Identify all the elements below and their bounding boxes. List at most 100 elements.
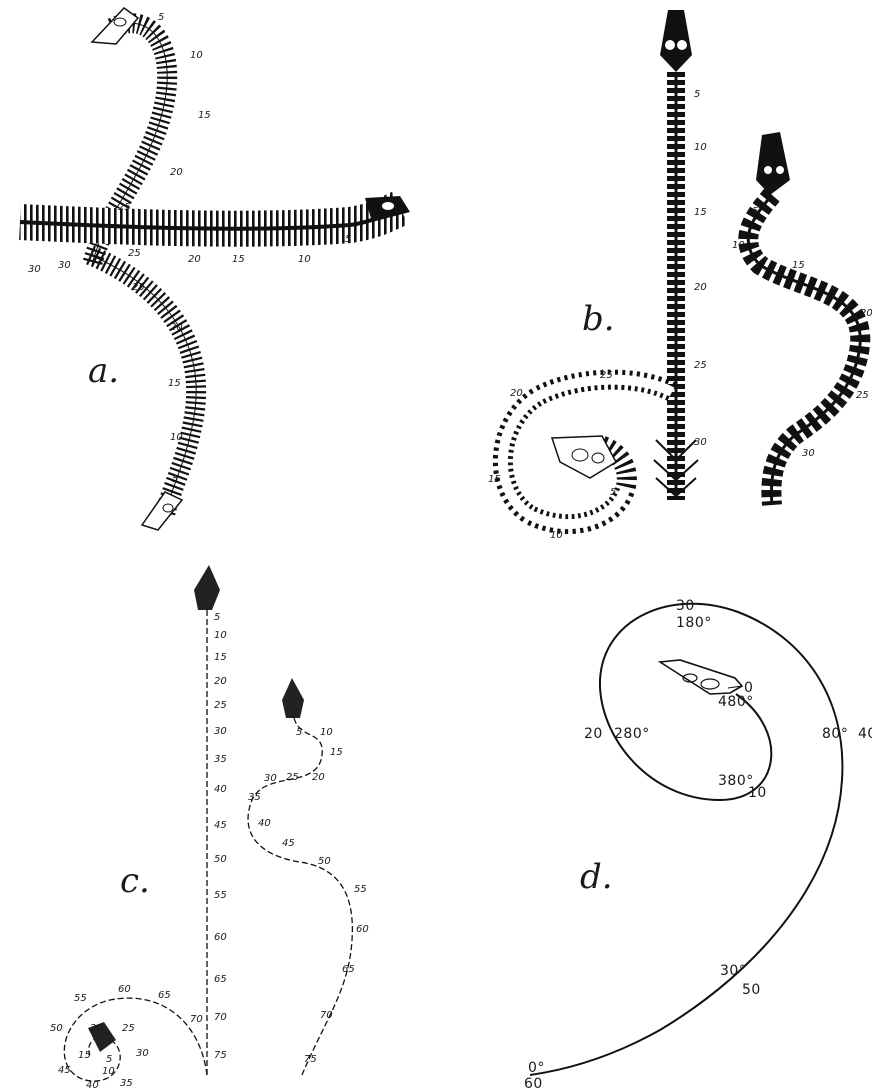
c-coil-num: 45 xyxy=(58,1065,71,1076)
c-wavy-num: 10 xyxy=(320,727,333,738)
panel-b: 5 10 15 20 25 30 5 10 15 20 25 5 10 15 2… xyxy=(488,10,872,541)
b-coil-num: 10 xyxy=(550,530,563,541)
d-point-50: 50 xyxy=(742,982,761,998)
panel-c: 5 10 15 20 25 30 35 40 45 50 55 60 65 70… xyxy=(50,565,369,1090)
c-coil-num: 15 xyxy=(78,1050,91,1061)
d-angle-180: 180° xyxy=(676,615,712,631)
b-straight-num: 5 xyxy=(694,89,700,100)
c-straight-num: 35 xyxy=(214,754,227,765)
c-coil-num: 30 xyxy=(136,1048,149,1059)
a-bot-num: 25 xyxy=(132,282,145,293)
b-coil-num: 20 xyxy=(510,388,523,399)
c-straight-num: 75 xyxy=(214,1050,227,1061)
d-angle-280: 280° xyxy=(614,726,650,742)
b-straight-num: 20 xyxy=(694,282,707,293)
d-angle-0: 0° xyxy=(528,1060,545,1076)
c-straight-num: 60 xyxy=(214,932,227,943)
d-angle-480: 480° xyxy=(718,694,754,710)
c-wavy-num: 55 xyxy=(354,884,367,895)
c-straight-num: 30 xyxy=(214,726,227,737)
a-bot-num: 5 xyxy=(172,474,178,485)
a-top-num: 10 xyxy=(190,50,203,61)
c-coil-num: 35 xyxy=(120,1078,133,1089)
c-straight-num: 55 xyxy=(214,890,227,901)
panel-d-skull xyxy=(660,660,742,694)
a-mid-num: 15 xyxy=(232,254,245,265)
c-straight-num: 50 xyxy=(214,854,227,865)
d-angle-80: 80° xyxy=(822,726,848,742)
d-point-30: 30 xyxy=(676,598,695,614)
c-wavy-num: 75 xyxy=(304,1054,317,1065)
a-top-num: 15 xyxy=(198,110,211,121)
c-wavy-num: 20 xyxy=(312,772,325,783)
b-straight-num: 30 xyxy=(694,437,707,448)
c-coil-num: 25 xyxy=(122,1023,135,1034)
panel-b-straight-skull xyxy=(660,10,692,72)
panel-a-label: a. xyxy=(88,351,119,391)
a-top-num: 5 xyxy=(158,12,164,23)
d-point-20: 20 xyxy=(584,726,603,742)
panel-d-label: d. xyxy=(580,857,613,897)
d-angle-30: 30° xyxy=(720,963,746,979)
c-coil-num: 55 xyxy=(74,993,87,1004)
a-top-num: 30 xyxy=(58,260,71,271)
panel-c-coiled-line xyxy=(64,998,207,1081)
d-point-60: 60 xyxy=(524,1076,543,1090)
panel-c-straight-head xyxy=(194,565,220,610)
c-coil-num: 10 xyxy=(102,1066,115,1077)
b-wavy-num: 15 xyxy=(792,260,805,271)
c-wavy-num: 5 xyxy=(296,727,302,738)
b-wavy-num: 10 xyxy=(732,240,745,251)
c-coil-num: 70 xyxy=(190,1014,203,1025)
panel-c-label: c. xyxy=(120,861,150,901)
panel-a-top-skull xyxy=(92,8,138,44)
panel-b-label: b. xyxy=(582,299,615,339)
c-straight-num: 70 xyxy=(214,1012,227,1023)
c-straight-num: 10 xyxy=(214,630,227,641)
a-bot-num: 10 xyxy=(170,432,183,443)
d-point-40: 40 xyxy=(858,726,872,742)
panel-a-bottom-skull xyxy=(142,492,182,530)
c-coil-num: 65 xyxy=(158,990,171,1001)
c-straight-num: 65 xyxy=(214,974,227,985)
c-straight-num: 5 xyxy=(214,612,220,623)
c-wavy-num: 35 xyxy=(248,792,261,803)
b-wavy-num: 25 xyxy=(856,390,869,401)
panel-a: 5 10 15 20 25 30 5 10 15 20 25 30 5 10 1… xyxy=(20,8,410,530)
c-straight-num: 20 xyxy=(214,676,227,687)
b-wavy-num: 30 xyxy=(802,448,815,459)
c-wavy-num: 30 xyxy=(264,773,277,784)
c-wavy-num: 65 xyxy=(342,964,355,975)
c-coil-num: 60 xyxy=(118,984,131,995)
c-wavy-num: 70 xyxy=(320,1010,333,1021)
c-straight-num: 40 xyxy=(214,784,227,795)
c-wavy-num: 25 xyxy=(286,772,299,783)
c-coil-num: 5 xyxy=(106,1054,112,1065)
d-angle-380: 380° xyxy=(718,773,754,789)
panel-d: 0 10 20 30 40 50 60 480° 380° 280° 180° … xyxy=(524,598,872,1090)
a-top-num: 25 xyxy=(118,202,131,213)
c-straight-num: 15 xyxy=(214,652,227,663)
c-coil-num: 20 xyxy=(90,1023,103,1034)
c-coil-num: 40 xyxy=(86,1080,99,1090)
c-wavy-num: 60 xyxy=(356,924,369,935)
a-top-num: 20 xyxy=(170,167,183,178)
b-wavy-num: 5 xyxy=(752,206,758,217)
c-wavy-num: 15 xyxy=(330,747,343,758)
panel-b-wavy-skull xyxy=(756,132,790,195)
c-straight-num: 25 xyxy=(214,700,227,711)
a-bot-num: 20 xyxy=(170,322,183,333)
b-straight-num: 25 xyxy=(694,360,707,371)
a-mid-num: 20 xyxy=(188,254,201,265)
a-mid-num: 30 xyxy=(28,264,41,275)
panel-c-wavy-line xyxy=(248,718,352,1075)
a-mid-num: 10 xyxy=(298,254,311,265)
b-coil-num: 5 xyxy=(610,487,616,498)
c-wavy-num: 40 xyxy=(258,818,271,829)
panel-c-wavy-head xyxy=(282,678,304,718)
b-straight-num: 10 xyxy=(694,142,707,153)
b-coil-num: 25 xyxy=(600,370,613,381)
a-mid-num: 5 xyxy=(345,234,351,245)
b-wavy-num: 20 xyxy=(860,308,872,319)
